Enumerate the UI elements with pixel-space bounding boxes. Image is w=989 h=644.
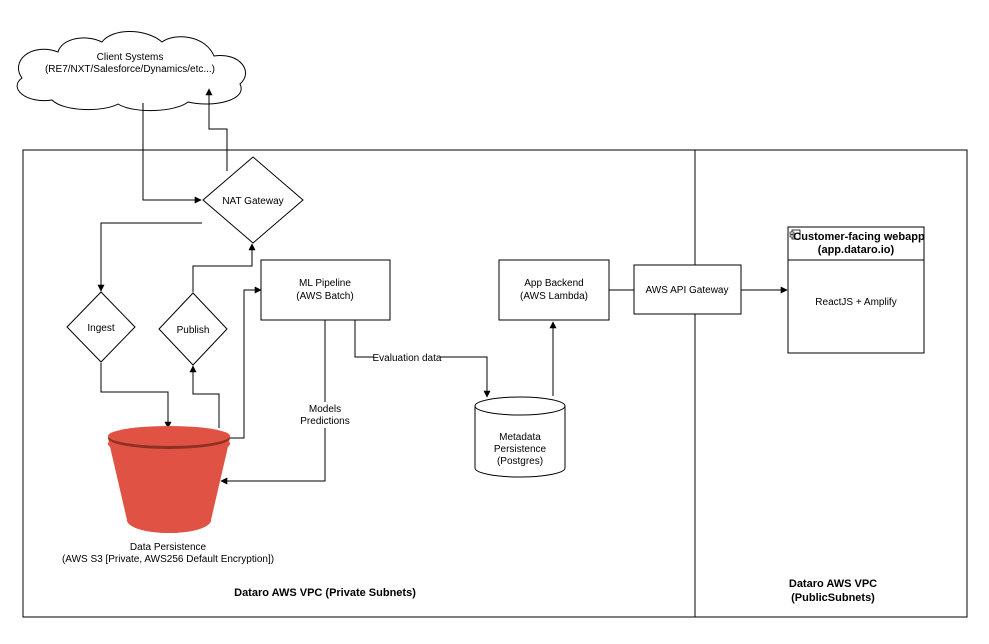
api-gateway-node: AWS API Gateway xyxy=(633,264,742,315)
vpc-private-label: Dataro AWS VPC (Private Subnets) xyxy=(234,587,416,599)
webapp-node: Customer-facing webapp (app.dataro.io) R… xyxy=(787,226,925,354)
webapp-title: Customer-facing webapp xyxy=(793,231,925,243)
vpc-private-container xyxy=(22,149,696,618)
ml-pipeline-label: ML Pipeline xyxy=(299,278,351,289)
edge-label-predictions: Predictions xyxy=(300,416,349,427)
vpc-public-container xyxy=(694,149,968,618)
vpc-public-label: Dataro AWS VPC xyxy=(789,578,877,590)
nat-gateway-label: NAT Gateway xyxy=(222,196,283,207)
ingest-label: Ingest xyxy=(87,323,114,334)
data-persistence-label: Data Persistence xyxy=(130,542,207,553)
publish-label: Publish xyxy=(177,325,210,336)
nat-gateway-node: NAT Gateway xyxy=(202,156,304,244)
edge-nat-to-ingest xyxy=(97,222,202,292)
webapp-subtitle: (app.dataro.io) xyxy=(818,244,895,256)
vpc-public-sublabel: (PublicSubnets) xyxy=(791,592,875,604)
edge-label-evaluation: Evaluation data xyxy=(373,353,442,364)
client-systems-cloud: Client Systems (RE7/NXT/Salesforce/Dynam… xyxy=(16,31,246,112)
edge-bucket-to-ml xyxy=(229,286,262,439)
edge-label-models: Models xyxy=(309,404,341,415)
edge-bucket-to-publish xyxy=(189,365,220,428)
publish-node: Publish xyxy=(158,292,228,366)
webapp-body: ReactJS + Amplify xyxy=(815,297,896,308)
ml-pipeline-node: ML Pipeline (AWS Batch) xyxy=(260,259,391,321)
data-persistence-sublabel: (AWS S3 [Private, AWS256 Default Encrypt… xyxy=(62,554,274,565)
metadata-persistence-node: Metadata Persistence (Postgres) xyxy=(474,396,566,478)
app-backend-label: App Backend xyxy=(524,278,584,289)
edge-publish-to-nat xyxy=(192,243,256,292)
app-backend-node: App Backend (AWS Lambda) xyxy=(498,259,610,321)
edge-ingest-to-bucket xyxy=(100,363,172,429)
ingest-node: Ingest xyxy=(66,291,136,363)
client-systems-label: Client Systems xyxy=(97,52,164,63)
app-backend-sublabel: (AWS Lambda) xyxy=(520,291,588,302)
data-persistence-bucket xyxy=(108,426,230,533)
metadata-label-3: (Postgres) xyxy=(497,456,543,467)
component-icon xyxy=(789,229,801,240)
client-systems-sublabel: (RE7/NXT/Salesforce/Dynamics/etc...) xyxy=(45,64,215,75)
metadata-label-2: Persistence xyxy=(494,444,547,455)
edge-nat-to-client xyxy=(205,88,228,171)
edge-ml-to-bucket xyxy=(220,320,326,485)
ml-pipeline-sublabel: (AWS Batch) xyxy=(296,291,353,302)
edge-client-to-nat xyxy=(142,103,202,204)
api-gateway-label: AWS API Gateway xyxy=(646,285,729,296)
metadata-label-1: Metadata xyxy=(499,432,541,443)
